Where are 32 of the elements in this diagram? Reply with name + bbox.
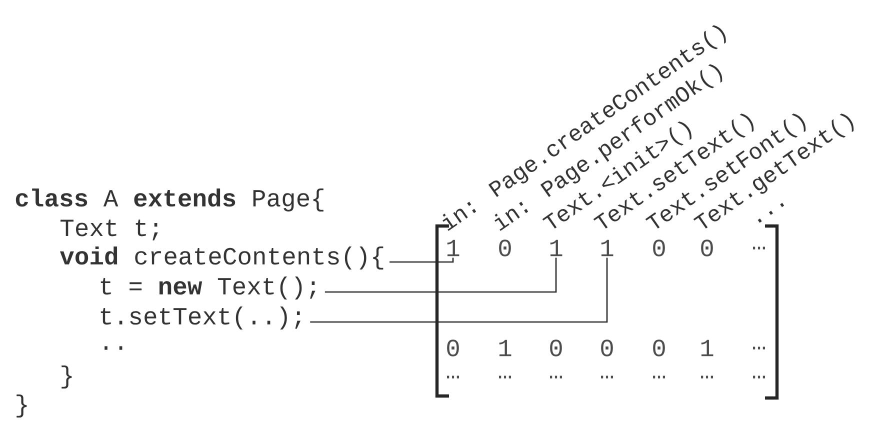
code-line: Text t; — [60, 220, 158, 240]
matrix-cell: 0 — [701, 240, 713, 256]
code-line: } — [16, 394, 27, 418]
code-line: t = new Text(); — [100, 276, 316, 300]
matrix-cell: … — [499, 376, 511, 378]
code-line: .. — [104, 346, 122, 350]
matrix-cell: 1 — [701, 340, 714, 356]
matrix-cell: 1 — [601, 240, 614, 256]
matrix-cell: 0 — [653, 240, 665, 256]
matrix-cell: … — [753, 246, 765, 250]
matrix-cell: … — [753, 346, 765, 350]
matrix-cell: 0 — [653, 340, 665, 356]
matrix-cell: … — [550, 376, 562, 378]
matrix-cell: 1 — [550, 240, 562, 256]
matrix-cell: 0 — [601, 340, 613, 356]
code-line: } — [62, 366, 72, 388]
leader-line — [310, 258, 608, 323]
matrix-cell: 1 — [499, 340, 512, 356]
matrix-cell: … — [653, 376, 665, 378]
matrix-cell: … — [753, 376, 765, 378]
code-line: void createContents(){ — [60, 246, 384, 270]
matrix-cell: 1 — [447, 240, 460, 256]
code-line: class A extends Page{ — [16, 188, 324, 212]
matrix-cell: … — [447, 376, 459, 378]
matrix-cell: … — [601, 376, 613, 378]
matrix-cell: 0 — [447, 340, 459, 356]
leader-line — [324, 258, 557, 293]
matrix-cell: 0 — [499, 240, 511, 256]
leader-line — [390, 258, 454, 263]
matrix-cell: … — [701, 376, 713, 378]
code-line: t.setText(..); — [100, 306, 300, 330]
matrix-cell: 0 — [550, 340, 562, 356]
